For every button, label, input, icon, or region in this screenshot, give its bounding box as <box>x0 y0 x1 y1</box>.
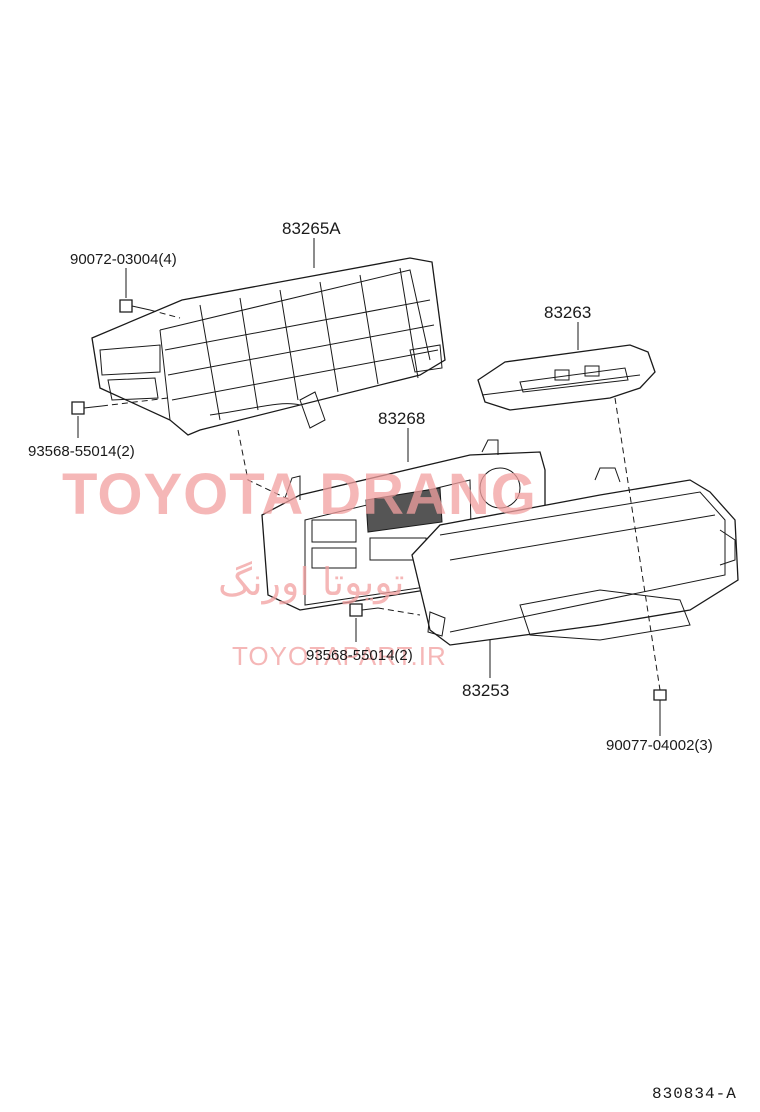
part-label-90072-03004: 90072-03004(4) <box>70 251 177 268</box>
part-label-90077-04002: 90077-04002(3) <box>606 737 713 754</box>
screw-90077-icon <box>653 689 667 716</box>
screw-93568-lower-icon <box>349 603 379 617</box>
rear-housing-83265a <box>91 257 446 436</box>
part-label-93568-55014-lower: 93568-55014(2) <box>306 647 413 664</box>
assembly-lines <box>101 309 661 691</box>
bezel-83263 <box>477 344 656 411</box>
figure-code: 830834-A <box>652 1085 737 1103</box>
leader-lines <box>77 238 661 736</box>
part-label-83268: 83268 <box>378 409 425 428</box>
part-label-83263: 83263 <box>544 303 591 322</box>
watermark-brand: TOYOTA DRANG <box>62 462 537 527</box>
part-label-83253: 83253 <box>462 681 509 700</box>
watermark-persian: تویوتا اورنگ <box>218 560 405 605</box>
meter-case-83253 <box>411 467 739 646</box>
part-label-93568-55014-upper: 93568-55014(2) <box>28 443 135 460</box>
watermark-url: TOYOTAPART.IR <box>232 641 447 671</box>
part-label-83265a: 83265A <box>282 219 341 238</box>
screw-90072-icon <box>119 299 151 313</box>
screw-93568-upper-icon <box>71 401 103 415</box>
